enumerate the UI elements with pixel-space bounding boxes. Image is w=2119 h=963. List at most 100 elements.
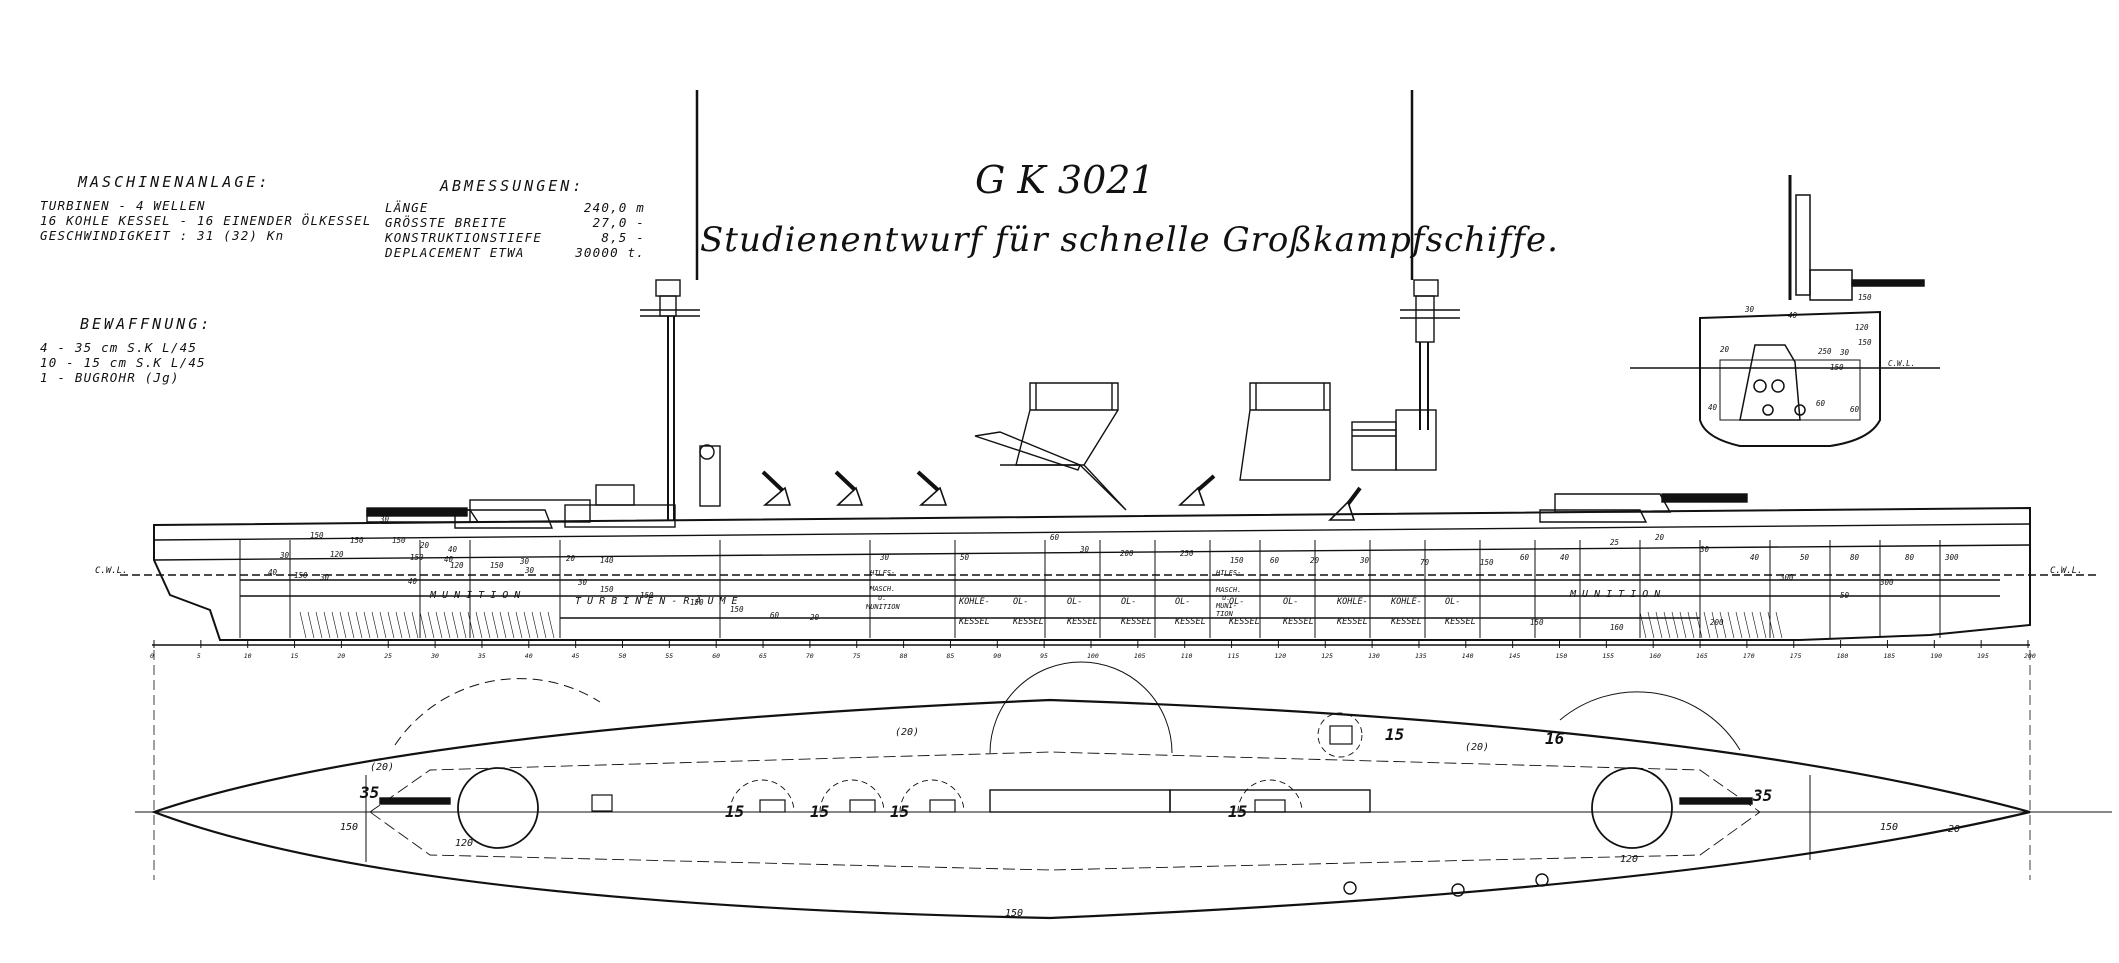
drawing-title: Studienentwurf für schnelle Großkampfsch… [700, 220, 1559, 260]
armor-label: 150 [600, 585, 614, 594]
boiler-label: KESSEL [1066, 617, 1098, 627]
armor-label: 150 [1530, 618, 1544, 627]
waterline-label-aft: C.W.L. [2050, 566, 2083, 576]
hilfs-line: u. [1222, 594, 1230, 602]
frame-number: 65 [759, 652, 767, 660]
boiler-label: KOHLE- [958, 597, 990, 607]
armor-label: 150 [1480, 558, 1494, 567]
armor-label: 40 [408, 577, 418, 586]
hatch-line [531, 611, 539, 639]
frame-number: 35 [477, 652, 486, 660]
arc-label: (20) [370, 762, 394, 773]
hatch-line [1727, 611, 1735, 639]
armor-label: 50 [1840, 591, 1850, 600]
hatch-line [347, 611, 355, 639]
dimension-value: 30000 t. [575, 245, 645, 260]
belt-label: 150 [1005, 908, 1023, 919]
section-gun-barrel [1851, 279, 1925, 287]
sec-gun-label: 15 [1385, 725, 1404, 744]
hilfs-line: MUNITION [865, 603, 901, 611]
inner-deck-outline [369, 751, 1761, 871]
boiler-label: ÖL- [1229, 596, 1244, 607]
armor-label: 140 [600, 556, 614, 565]
armor-label: 200 [1120, 549, 1134, 558]
deck-label: 150 [340, 822, 358, 833]
armor-label: 150 [1230, 556, 1244, 565]
hatch-line [467, 611, 475, 639]
machinery-line: 16 KOHLE KESSEL - 16 EINENDER ÖLKESSEL [40, 213, 372, 228]
section-hull [1699, 310, 1881, 447]
boiler-label: ÖL- [1121, 596, 1136, 607]
armor-label: 50 [1800, 553, 1810, 562]
armor-label: 300 [1944, 553, 1959, 562]
armor-label: 30 [879, 553, 890, 562]
hilfs-line: MASCH. [869, 585, 895, 593]
frame-number: 140 [1462, 652, 1474, 660]
boiler-label: KOHLE- [1390, 597, 1422, 607]
dimension-label: GRÖSSTE BREITE [385, 215, 508, 230]
armor-label: 120 [330, 550, 344, 559]
hatch-line [515, 611, 523, 639]
armament-heading: BEWAFFNUNG: [80, 315, 213, 333]
frame-number: 95 [1040, 652, 1048, 660]
hatch-line [539, 611, 547, 639]
hatch-line [1775, 611, 1783, 639]
hatch-line [1751, 611, 1759, 639]
armor-label: 200 [1710, 618, 1724, 627]
armor-label: 160 [1610, 623, 1624, 632]
hilfs-line: u. [878, 594, 886, 602]
frame-number: 195 [1977, 652, 1989, 660]
dimension-value: 8,5 - [601, 230, 645, 245]
boiler-label: KESSEL [1282, 617, 1314, 627]
armor-label: 50 [960, 553, 970, 562]
sec-gun-label: 15 [1228, 802, 1247, 821]
hatch-line [323, 611, 331, 639]
frame-number: 30 [430, 652, 439, 660]
munition-label-aft: M U N I T I O N [1569, 589, 1661, 600]
deck-label: 150 [1880, 822, 1898, 833]
boiler-label: KESSEL [1228, 617, 1260, 627]
boiler-label: KESSEL [1390, 617, 1422, 627]
armor-label: 150 [392, 536, 406, 545]
hatch-line [411, 611, 419, 639]
hatch-line [459, 611, 467, 639]
main-tower [1351, 279, 1460, 471]
hilfs-label-a: HILFS- MASCH. u. MUNITION [865, 569, 901, 611]
frame-number: 185 [1883, 652, 1895, 660]
section-label: C.W.L. [1888, 359, 1915, 368]
hatch-line [1647, 611, 1655, 639]
frame-number: 120 [1274, 652, 1286, 660]
turret-ring-a [457, 767, 539, 849]
fire-arc-mid [989, 661, 1173, 754]
deck-label: 20 [1948, 824, 1960, 835]
drawing-code: G K 3021 [975, 158, 1155, 202]
section-label: 150 [1830, 363, 1844, 372]
hatch-line [339, 611, 347, 639]
frame-number: 180 [1837, 652, 1849, 660]
main-turret-d [1539, 509, 1648, 523]
machinery-line: TURBINEN - 4 WELLEN [40, 198, 206, 213]
hatch-line [387, 611, 395, 639]
section-label: 20 [1720, 345, 1730, 354]
section-label: 40 [1788, 311, 1798, 320]
hull-outline [153, 506, 2031, 641]
dimensions-block: LÄNGE 240,0 m GRÖSSTE BREITE 27,0 - KONS… [385, 200, 645, 260]
bulkheads [239, 540, 1941, 638]
hatch-line [1639, 611, 1647, 639]
frame-number: 80 [900, 652, 908, 660]
dimension-value: 240,0 m [583, 200, 645, 215]
frame-number: 70 [806, 652, 814, 660]
hilfs-line: MASCH. [1215, 586, 1241, 594]
boiler-label: KOHLE- [1336, 597, 1368, 607]
dimension-value: 27,0 - [592, 215, 645, 230]
arc-label: (20) [895, 727, 919, 738]
bow-hatching [299, 611, 1783, 639]
frame-number: 105 [1134, 652, 1146, 660]
frame-number: 115 [1228, 652, 1240, 660]
hatch-line [1767, 611, 1775, 639]
section-gun-top [1809, 269, 1853, 301]
boiler-label: ÖL- [1013, 596, 1028, 607]
frame-number: 40 [525, 652, 533, 660]
